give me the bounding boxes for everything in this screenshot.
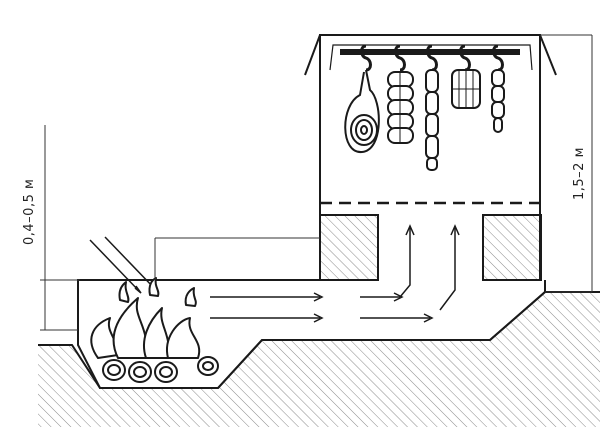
logs-icon bbox=[102, 356, 219, 383]
firebox-height-label: 0,4–0,5 м bbox=[22, 179, 37, 245]
chamber-height-label: 1,5–2 м bbox=[572, 147, 587, 200]
ham-icon bbox=[344, 69, 380, 154]
smoke-flow-arrows bbox=[210, 224, 460, 323]
flames-icon bbox=[90, 277, 201, 359]
ground bbox=[38, 292, 600, 427]
chamber-block-right bbox=[482, 214, 542, 281]
small-sausages-icon bbox=[491, 69, 505, 133]
chamber-roof bbox=[304, 34, 557, 76]
smoke-channel-top bbox=[155, 200, 321, 281]
sausage-bunch-icon bbox=[451, 69, 481, 109]
chamber-block-left bbox=[319, 214, 379, 281]
sausage-links-icon bbox=[425, 69, 439, 171]
salami-stack-icon bbox=[387, 71, 414, 144]
chamber-dimension bbox=[540, 34, 593, 293]
firebox-wall bbox=[77, 279, 546, 389]
hanging-rod bbox=[340, 49, 520, 55]
hooks bbox=[360, 44, 504, 72]
firebox-dimension bbox=[40, 125, 320, 331]
